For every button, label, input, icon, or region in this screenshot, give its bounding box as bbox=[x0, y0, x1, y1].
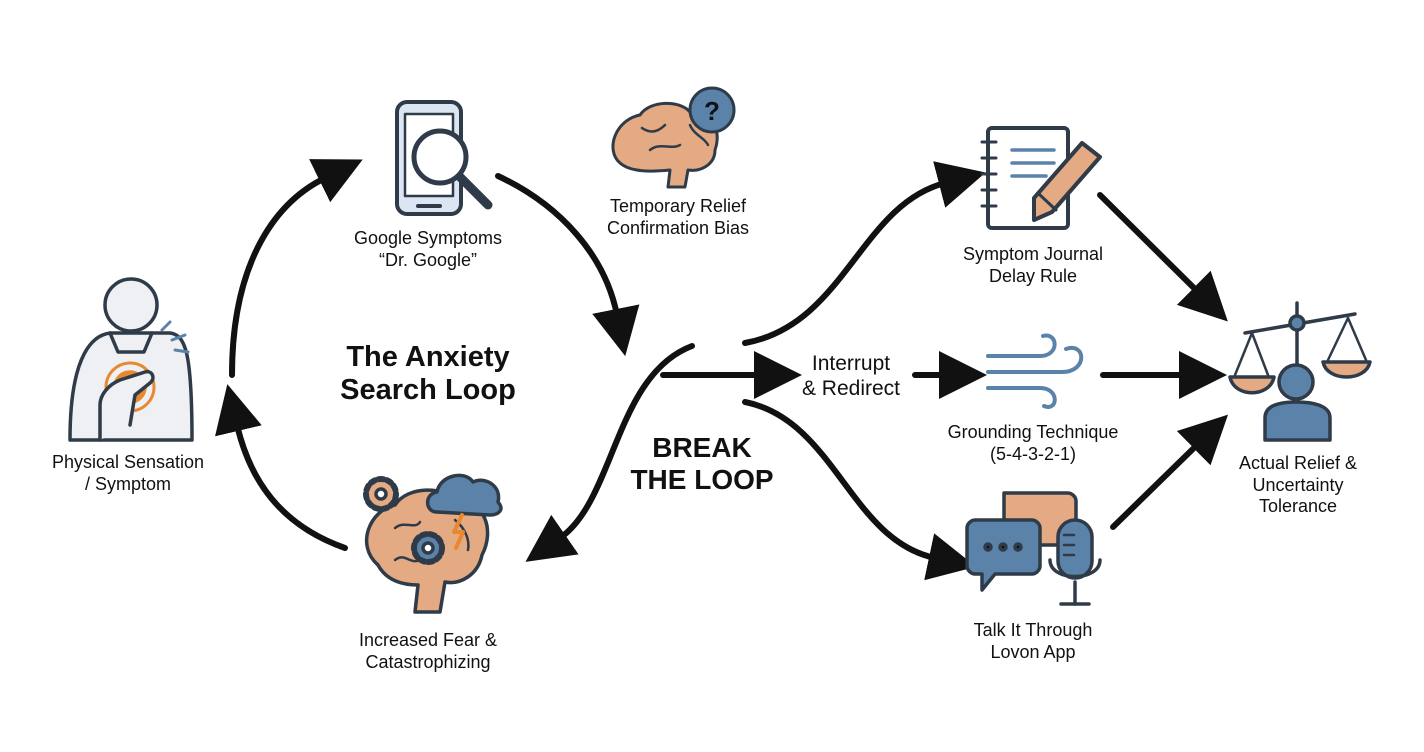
interrupt-label-line2: & Redirect bbox=[801, 377, 901, 401]
person-chest-pain-icon bbox=[68, 277, 194, 442]
actual-line1: Actual Relief & bbox=[1238, 453, 1358, 473]
node-grounding-technique-label: Grounding Technique (5-4-3-2-1) bbox=[923, 422, 1143, 465]
relief-line2: Confirmation Bias bbox=[606, 217, 750, 238]
brain-storm-icon bbox=[363, 473, 503, 614]
break-label-line2: THE LOOP bbox=[630, 464, 774, 496]
break-label-line1: BREAK bbox=[652, 432, 752, 463]
node-temporary-relief-label: Temporary Relief Confirmation Bias bbox=[578, 196, 778, 239]
arrow-talk-to-actual bbox=[1110, 414, 1229, 530]
arrow-loop-to-fear bbox=[525, 343, 695, 562]
grounding-line2: (5-4-3-2-1) bbox=[989, 443, 1077, 464]
talk-line2: Lovon App bbox=[990, 641, 1076, 662]
arrow-fear-to-physical bbox=[215, 384, 348, 551]
diagram-title-line1: The Anxiety bbox=[346, 341, 510, 373]
arrow-break-to-journal bbox=[742, 161, 986, 346]
relief-line1: Temporary Relief bbox=[609, 196, 747, 216]
arrow-physical-to-google bbox=[229, 159, 363, 378]
node-physical-sensation-label: Physical Sensation / Symptom bbox=[28, 452, 228, 495]
physical-line1: Physical Sensation bbox=[51, 452, 205, 472]
loop-arrows bbox=[215, 159, 695, 562]
interrupt-label-line1: Interrupt bbox=[811, 352, 891, 375]
wind-icon bbox=[986, 333, 1084, 409]
actual-line3: Tolerance bbox=[1258, 496, 1338, 517]
journal-line1: Symptom Journal bbox=[962, 244, 1104, 264]
google-line2: “Dr. Google” bbox=[378, 249, 478, 270]
chat-microphone-icon bbox=[965, 491, 1102, 606]
phone-search-icon bbox=[395, 100, 493, 216]
arrow-break-to-talk bbox=[742, 399, 977, 581]
actual-line2: Uncertainty bbox=[1252, 474, 1344, 495]
node-google-symptoms-label: Google Symptoms “Dr. Google” bbox=[328, 228, 528, 271]
google-line1: Google Symptoms bbox=[353, 228, 503, 248]
svg-text:?: ? bbox=[704, 96, 720, 126]
scales-person-icon bbox=[1228, 301, 1372, 442]
arrow-google-to-loop-right bbox=[495, 173, 640, 357]
talk-line1: Talk It Through bbox=[973, 620, 1093, 640]
diagram-title: The Anxiety Search Loop bbox=[328, 341, 528, 408]
break-arrows bbox=[660, 161, 1229, 581]
node-increased-fear-label: Increased Fear & Catastrophizing bbox=[328, 630, 528, 673]
break-the-loop-label: BREAK THE LOOP bbox=[612, 432, 792, 496]
journal-line2: Delay Rule bbox=[988, 265, 1078, 286]
fear-line1: Increased Fear & bbox=[358, 630, 498, 650]
node-symptom-journal-label: Symptom Journal Delay Rule bbox=[933, 244, 1133, 287]
fear-line2: Catastrophizing bbox=[365, 651, 491, 672]
interrupt-redirect-label: Interrupt & Redirect bbox=[781, 351, 921, 401]
arrow-journal-to-actual bbox=[1097, 192, 1228, 322]
diagram-title-line2: Search Loop bbox=[340, 374, 516, 407]
node-actual-relief-label: Actual Relief & Uncertainty Tolerance bbox=[1208, 453, 1388, 518]
node-talk-it-through-label: Talk It Through Lovon App bbox=[933, 620, 1133, 663]
physical-line2: / Symptom bbox=[84, 473, 172, 494]
grounding-line1: Grounding Technique bbox=[947, 422, 1119, 442]
notebook-pencil-icon bbox=[980, 126, 1102, 230]
brain-question-icon: ? bbox=[611, 86, 736, 189]
